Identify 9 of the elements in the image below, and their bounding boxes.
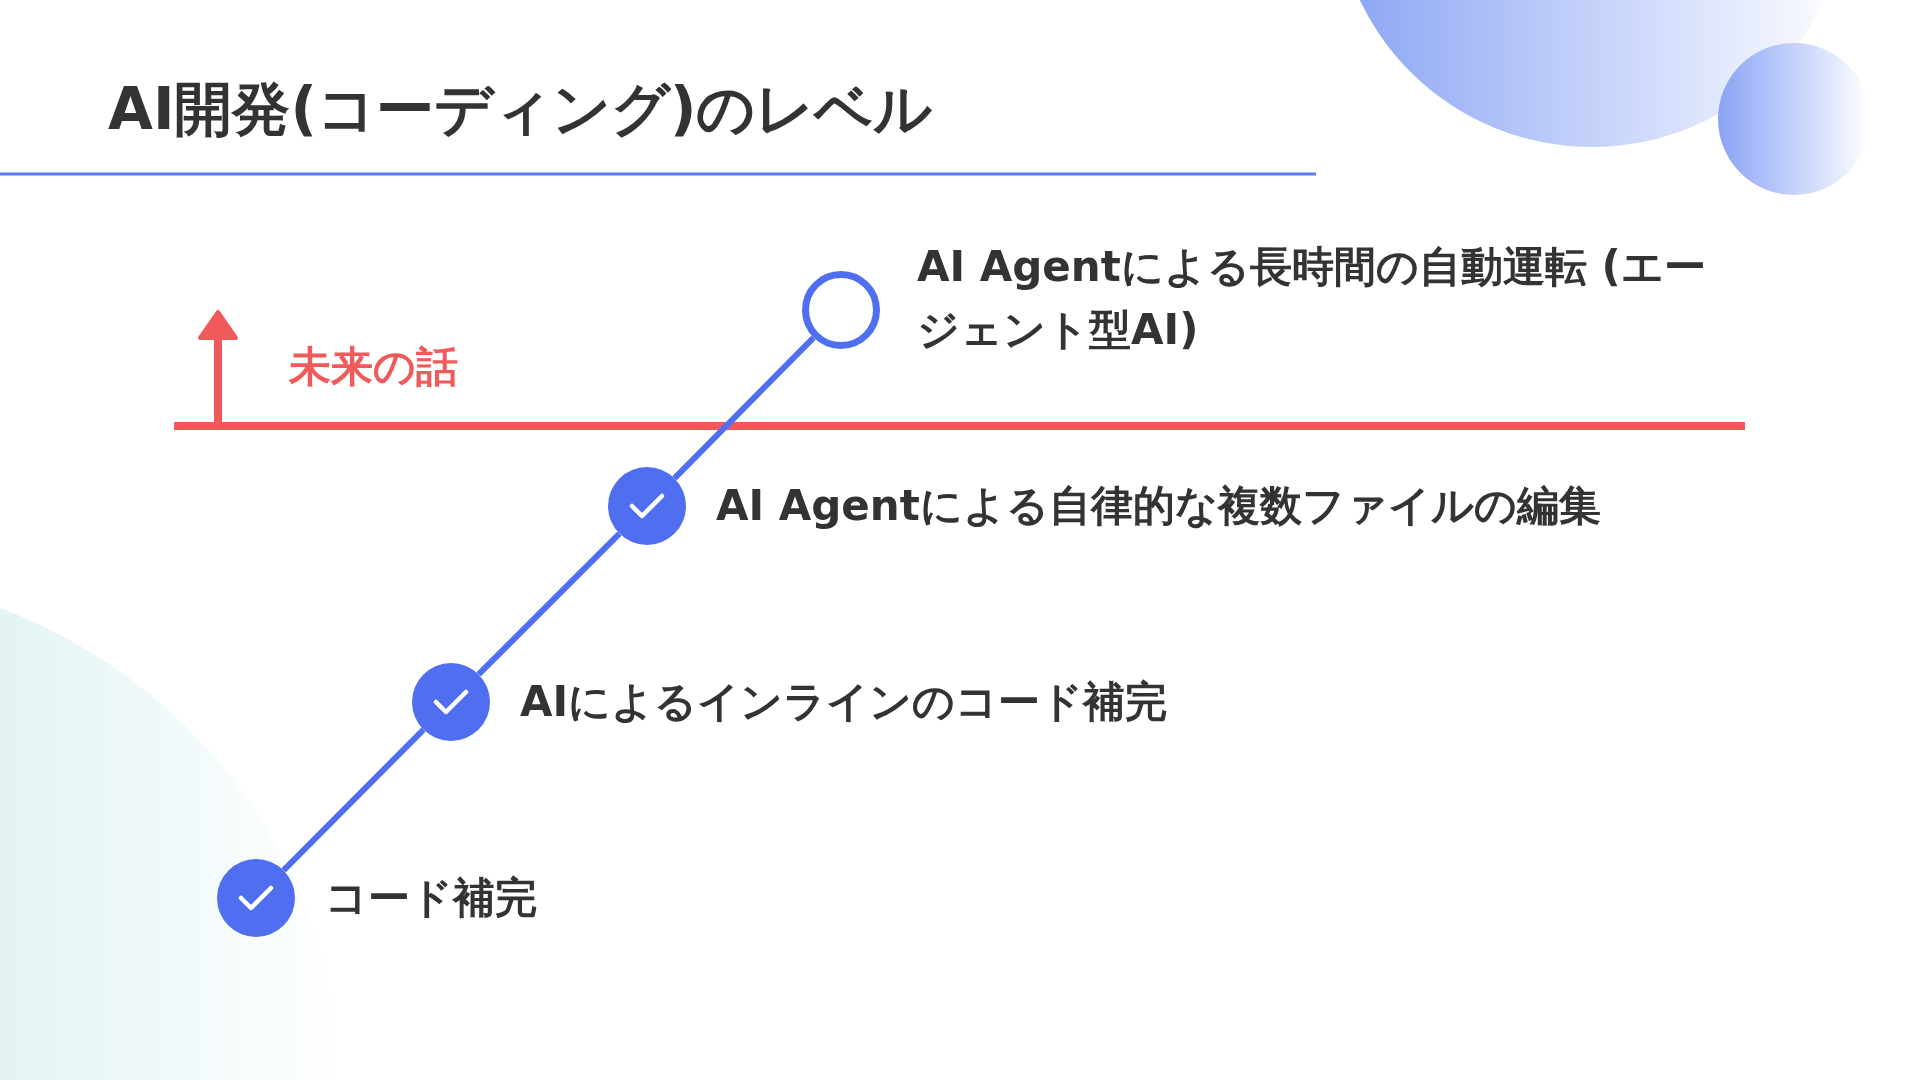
connector-line: [476, 531, 622, 677]
note-label: 未来の話: [289, 341, 458, 393]
step-label: AI Agentによる長時間の自動運転 (エージェント型AI): [917, 241, 1707, 356]
connector-line: [281, 727, 426, 873]
step-label: AIによるインラインのコード補完: [520, 676, 1168, 728]
step-label: コード補完: [325, 872, 537, 924]
connector-line: [672, 335, 816, 481]
step-label: AI Agentによる自律的な複数ファイルの編集: [716, 480, 1601, 532]
title: AI開発(コーディング)のレベル: [108, 74, 933, 145]
